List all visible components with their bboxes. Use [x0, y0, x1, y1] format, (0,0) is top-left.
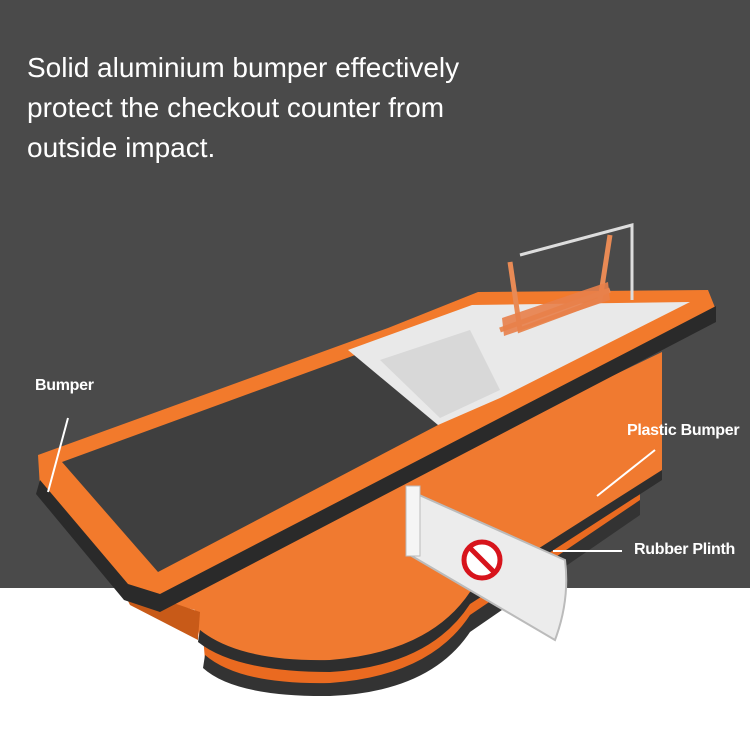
headline-line: protect the checkout counter from	[27, 92, 445, 123]
callout-rubber-plinth: Rubber Plinth	[634, 541, 735, 558]
bumper-leader-line	[47, 417, 69, 493]
rubber-plinth	[203, 500, 640, 697]
headline-line: Solid aluminium bumper effectively	[27, 52, 460, 83]
plastic-bumper-leader-line	[596, 449, 656, 497]
callout-bumper: Bumper	[35, 377, 94, 394]
conveyor-belt	[62, 343, 438, 572]
headline: Solid aluminium bumper effectively prote…	[27, 48, 547, 168]
callout-plastic-bumper: Plastic Bumper	[627, 422, 740, 439]
headline-line: outside impact.	[27, 132, 216, 163]
plastic-bumper-band	[198, 470, 662, 672]
divider-sign	[405, 485, 568, 642]
